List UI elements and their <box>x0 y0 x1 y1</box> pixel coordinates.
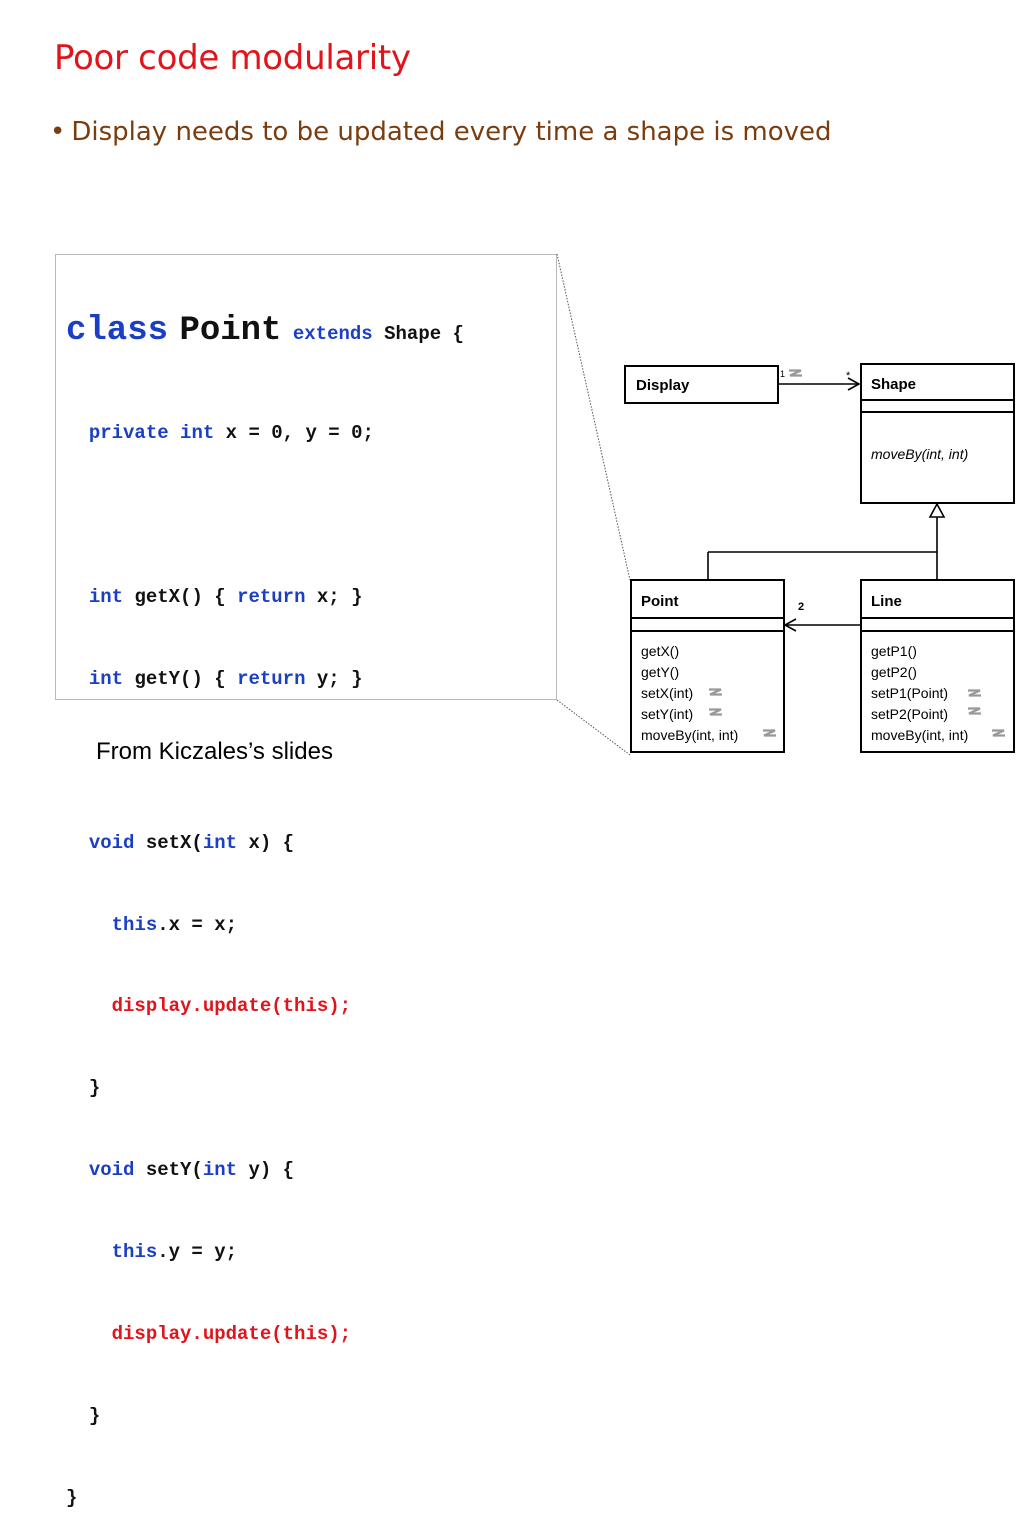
code-token: y; } <box>316 667 363 690</box>
code-line-5: void setX(int x) { <box>66 830 464 857</box>
code-line-13: } <box>66 1485 464 1512</box>
uml-class-diagram: Display Shape moveBy(int, int) 1 * Point… <box>624 363 1015 753</box>
association-display-shape: 1 * <box>778 369 861 391</box>
code-line-4: int getY() { return y; } <box>66 666 464 693</box>
point-method: getX() <box>641 643 679 659</box>
code-line-10: this.y = y; <box>66 1239 464 1266</box>
code-line-6: this.x = x; <box>66 912 464 939</box>
code-token: } <box>88 1077 101 1100</box>
uml-shape-class: Shape moveBy(int, int) <box>860 363 1015 504</box>
callout-line-bottom <box>556 699 631 756</box>
code-keyword: this <box>111 1241 158 1264</box>
code-extends-keyword: extends <box>292 322 373 345</box>
line-method: getP2() <box>871 664 917 680</box>
point-method: setY(int) <box>641 706 693 722</box>
code-line-2: private int x = 0, y = 0; <box>66 420 464 447</box>
slide-title: Poor code modularity <box>54 38 411 78</box>
code-extends-rest: Shape { <box>384 322 464 345</box>
code-class-keyword: class <box>66 311 169 350</box>
code-keyword: int <box>202 831 238 854</box>
line-method: setP2(Point) <box>871 706 948 722</box>
bullet-text: Display needs to be updated every time a… <box>71 117 832 147</box>
shape-method-moveby: moveBy(int, int) <box>871 446 968 462</box>
code-keyword: void <box>88 831 135 854</box>
multiplicity-display: 1 <box>780 369 785 379</box>
code-line-12: } <box>66 1403 464 1430</box>
code-class-name: Point <box>179 311 282 350</box>
code-token: .y = y; <box>157 1241 238 1264</box>
code-keyword: private <box>88 422 169 445</box>
point-method: setX(int) <box>641 685 693 701</box>
code-keyword: int <box>180 422 215 445</box>
code-keyword: int <box>88 667 124 690</box>
code-line-8: } <box>66 1075 464 1102</box>
line-method: setP1(Point) <box>871 685 948 701</box>
point-method: moveBy(int, int) <box>641 727 738 743</box>
code-token: getX() { <box>134 585 238 608</box>
uml-display-class: Display <box>624 365 779 404</box>
line-method: moveBy(int, int) <box>871 727 968 743</box>
association-line-point: 2 <box>783 601 861 632</box>
display-class-name: Display <box>636 377 690 394</box>
source-note: From Kiczales’s slides <box>96 738 333 765</box>
code-keyword: int <box>88 585 124 608</box>
code-listing: class Point extends Shape { private int … <box>55 254 557 1509</box>
generalization-arrow <box>707 502 946 580</box>
code-keyword: int <box>202 1159 238 1182</box>
code-display-update: display.update(this); <box>111 1322 352 1345</box>
code-keyword: void <box>88 1159 135 1182</box>
code-display-update: display.update(this); <box>111 995 352 1018</box>
code-line-7: display.update(this); <box>66 993 464 1020</box>
bullet-item: •Display needs to be updated every time … <box>50 117 832 147</box>
uml-line-class: Line getP1() getP2() setP1(Point) setP2(… <box>860 579 1015 753</box>
code-token: } <box>88 1404 101 1427</box>
line-class-name: Line <box>871 593 902 610</box>
code-keyword: return <box>237 667 306 690</box>
point-class-name: Point <box>641 593 679 610</box>
code-keyword: return <box>237 585 306 608</box>
code-token: .x = x; <box>157 913 238 936</box>
code-token: setY( <box>145 1159 203 1182</box>
multiplicity-shape: * <box>846 370 851 382</box>
code-token: } <box>66 1486 78 1509</box>
code-token: getY() { <box>134 667 238 690</box>
code-token: x) { <box>248 831 295 854</box>
point-method: getY() <box>641 664 679 680</box>
multiplicity-point: 2 <box>798 601 804 613</box>
code-token: setX( <box>145 831 203 854</box>
code-token: x = 0, y = 0; <box>225 422 374 445</box>
squiggle-icon <box>787 369 804 377</box>
code-keyword: this <box>111 913 158 936</box>
code-line-3: int getX() { return x; } <box>66 584 464 611</box>
code-line-9: void setY(int y) { <box>66 1157 464 1184</box>
uml-point-class: Point getX() getY() setX(int) setY(int) … <box>630 579 785 753</box>
shape-class-name: Shape <box>871 376 916 393</box>
code-line-1: class Point extends Shape { <box>66 314 464 366</box>
bullet-dot: • <box>50 117 66 147</box>
line-method: getP1() <box>871 643 917 659</box>
callout-lines <box>556 253 631 756</box>
code-token: x; } <box>316 585 363 608</box>
code-line-11: display.update(this); <box>66 1321 464 1348</box>
code-token: y) { <box>248 1159 295 1182</box>
